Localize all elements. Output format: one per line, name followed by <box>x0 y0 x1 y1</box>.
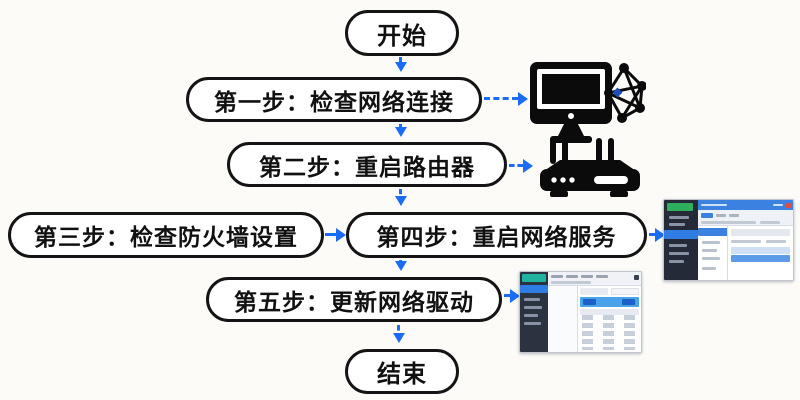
node-step4: 第四步：重启网络服务 <box>346 212 647 258</box>
screenshot-sidebar <box>664 200 698 280</box>
arrow-step1-to-step2 <box>394 124 407 137</box>
node-start: 开始 <box>345 10 459 56</box>
arrow-start-to-step1 <box>394 57 407 72</box>
arrow-step4-to-services-screenshot <box>649 227 665 242</box>
computer-network-icon <box>530 62 646 143</box>
router-icon <box>540 138 640 197</box>
driver-window-screenshot <box>519 271 642 353</box>
node-step1: 第一步：检查网络连接 <box>186 77 482 122</box>
services-window-screenshot <box>663 199 794 281</box>
arrow-step3-to-step4 <box>325 227 346 242</box>
arrow-step2-to-step4 <box>394 189 407 206</box>
node-step2: 第二步：重启路由器 <box>227 142 507 187</box>
node-step3: 第三步：检查防火墙设置 <box>8 212 324 258</box>
node-end: 结束 <box>345 349 459 394</box>
arrow-step4-to-step5 <box>394 260 407 271</box>
arrow-step2-to-router-icon <box>509 158 533 173</box>
arrow-step5-to-driver-screenshot <box>504 288 520 303</box>
screenshot-titlebar <box>698 200 793 210</box>
node-step5: 第五步：更新网络驱动 <box>206 277 502 322</box>
arrow-step1-to-computer-icon <box>484 91 528 106</box>
screenshot-sidebar <box>520 272 548 352</box>
arrow-step5-to-end <box>392 325 405 343</box>
